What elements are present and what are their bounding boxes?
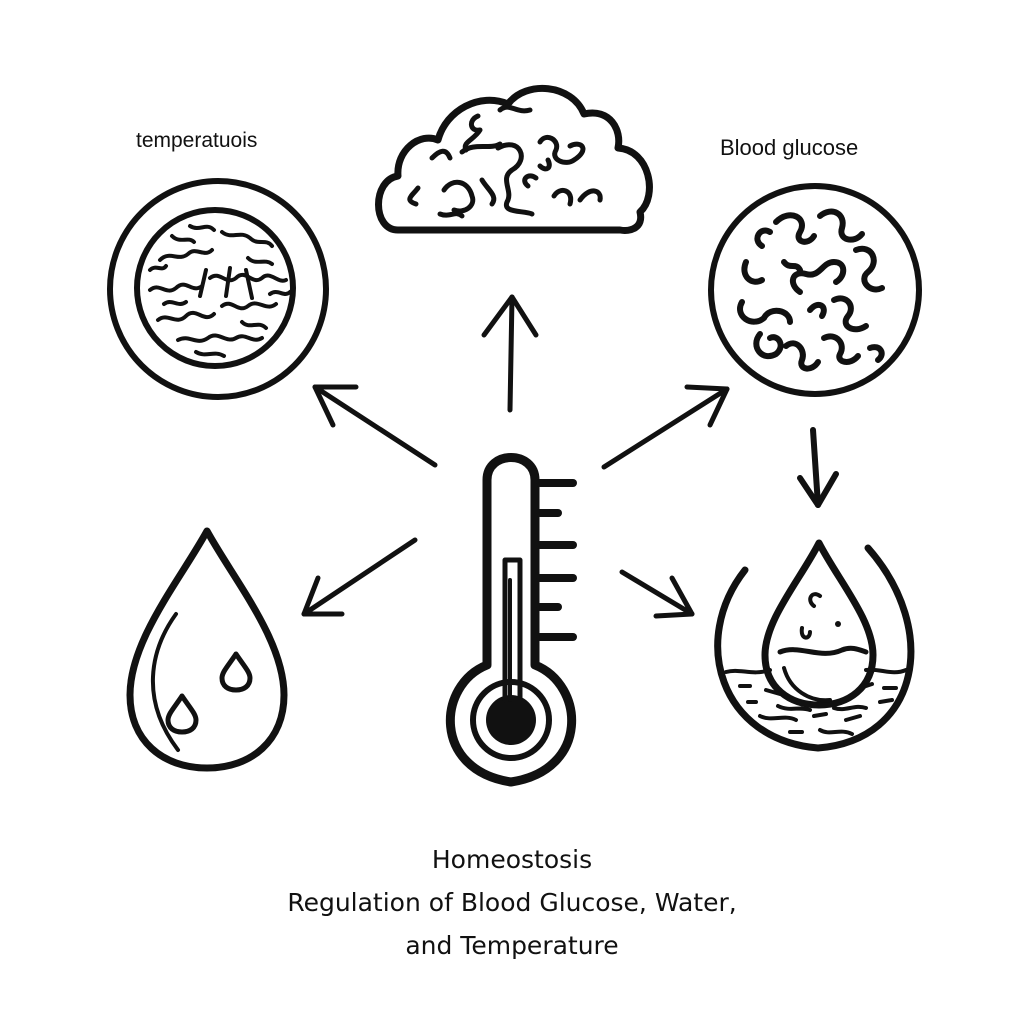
thermometer-icon	[445, 453, 577, 787]
label-blood-glucose: Blood glucose	[720, 135, 859, 160]
arrow-down	[797, 427, 839, 508]
arrow-up	[481, 294, 539, 413]
arrow-down-right	[619, 569, 695, 619]
diagram-caption: Homeostosis Regulation of Blood Glucose,…	[0, 838, 1024, 967]
arrow-up-right	[601, 384, 730, 470]
label-temperature: temperatuois	[136, 129, 258, 152]
textured-cell-circle-icon	[107, 178, 329, 400]
drop-in-water-circle-icon	[714, 539, 915, 752]
arrow-down-left	[301, 537, 418, 617]
arrows	[301, 294, 839, 619]
brain-cloud-icon	[375, 84, 653, 234]
caption-subtitle-line2: and Temperature	[405, 931, 619, 960]
caption-subtitle-line1: Regulation of Blood Glucose, Water,	[287, 888, 737, 917]
caption-title: Homeostosis	[431, 845, 593, 874]
arrow-up-left	[312, 384, 438, 468]
glucose-molecules-circle-icon	[708, 183, 922, 397]
water-drop-icon	[126, 527, 288, 772]
